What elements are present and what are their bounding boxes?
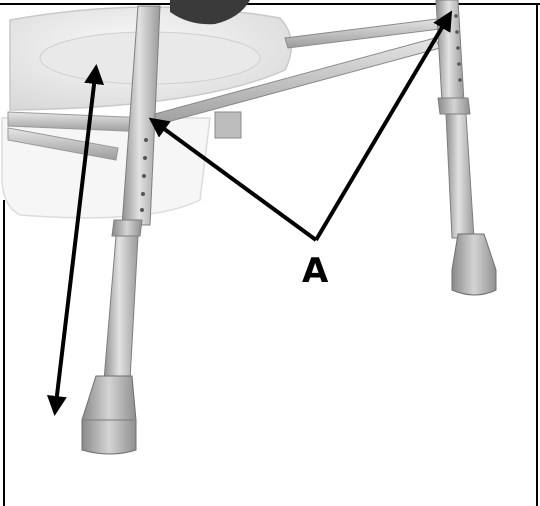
front-leg-collar [111, 219, 143, 237]
callout-arrow-rear-leg [314, 10, 453, 242]
callout-label-a: A [302, 251, 329, 291]
height-adjust-arrow [46, 64, 105, 416]
bracket [214, 111, 242, 139]
front-leg-upper-tube [121, 5, 161, 226]
rear-leg-rubber-tip [451, 233, 497, 296]
rear-leg-lower-tube [445, 113, 475, 239]
front-leg-lower-tube [103, 235, 139, 381]
front-leg-adjustment-holes [140, 138, 148, 212]
callout-arrow-front-leg [148, 117, 318, 242]
seat-strap [170, 0, 250, 25]
front-leg-rubber-tip [81, 375, 137, 455]
rear-leg-collar [437, 97, 471, 115]
rear-leg-adjustment-holes [454, 14, 462, 82]
